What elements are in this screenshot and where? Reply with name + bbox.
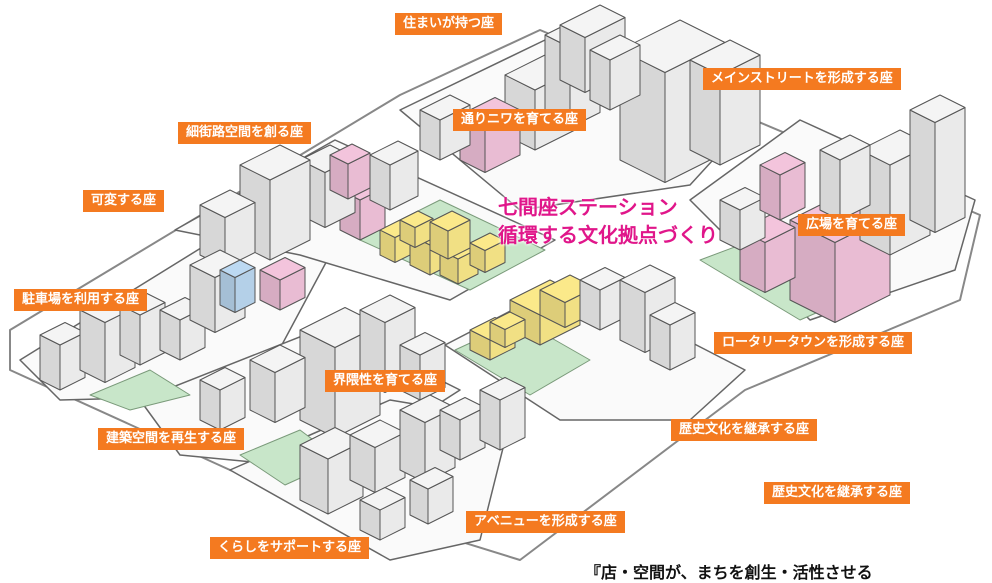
building-35: [39, 322, 86, 391]
building-39: [259, 257, 306, 311]
building-33-top: [619, 264, 676, 293]
building-20: [429, 210, 471, 260]
building-51-top: [479, 377, 526, 401]
building-7: [689, 39, 761, 166]
building-15-top: [759, 152, 806, 176]
building-6-top: [559, 4, 626, 38]
building-20-top: [429, 210, 471, 232]
building-11-top: [909, 94, 966, 123]
building-13: [719, 187, 766, 251]
building-31: [489, 311, 526, 348]
building-34: [649, 302, 696, 371]
building-31-top: [489, 311, 526, 330]
building-53-top: [409, 467, 454, 490]
building-51: [479, 377, 526, 451]
building-5-top: [419, 94, 471, 121]
building-52-top: [359, 487, 406, 511]
building-19-top: [399, 210, 434, 228]
label-history-1: 歴史文化を継承する座: [671, 419, 818, 441]
label-parking: 駐車場を利用する座: [14, 289, 148, 311]
building-41: [219, 259, 256, 313]
label-variable: 可変する座: [83, 190, 165, 212]
building-15: [759, 152, 806, 221]
green-area-5: [89, 369, 191, 411]
building-26: [369, 140, 419, 211]
building-25-top: [199, 189, 256, 218]
label-history-2: 歴史文化を継承する座: [764, 482, 911, 504]
building-47: [299, 427, 364, 515]
building-14: [819, 134, 871, 221]
building-8: [589, 34, 641, 111]
building-21: [469, 232, 506, 273]
building-44-top: [249, 344, 306, 373]
building-48: [349, 419, 406, 493]
building-39-top: [259, 257, 306, 281]
label-rotary-town: ロータリータウンを形成する座: [714, 332, 913, 354]
label-alley-space: 細街路空間を創る座: [178, 122, 312, 144]
building-19: [399, 210, 434, 248]
building-43-top: [359, 294, 416, 323]
building-44: [249, 344, 306, 423]
building-34-top: [649, 302, 696, 326]
building-14-left: [819, 149, 841, 221]
building-27-top: [329, 143, 371, 165]
label-main-street: メインストリートを形成する座: [703, 68, 901, 90]
label-living-support: くらしをサポートする座: [210, 537, 370, 559]
label-street-garden: 通りニワを育てる座: [453, 109, 587, 131]
building-32: [579, 267, 626, 331]
building-11: [909, 94, 966, 233]
building-50: [439, 397, 486, 461]
label-regenerate: 建築空間を再生する座: [98, 428, 245, 450]
building-45-top: [199, 367, 246, 391]
label-neighborhood: 界隈性を育てる座: [325, 370, 446, 392]
building-41-top: [219, 259, 256, 278]
building-21-top: [469, 232, 506, 251]
center-title-line1: 七間座ステーション: [498, 195, 678, 219]
building-layer: [39, 4, 966, 541]
building-8-top: [589, 34, 641, 61]
center-title-line2: 循環する文化拠点づくり: [498, 223, 718, 247]
building-46-top: [399, 332, 446, 356]
building-53: [409, 467, 454, 525]
building-24-top: [239, 144, 311, 181]
caption-text: 『店・空間が、まちを創生・活性させる: [585, 563, 873, 582]
label-plaza: 広場を育てる座: [798, 214, 906, 236]
building-11-left: [909, 109, 936, 233]
building-27: [329, 143, 371, 200]
label-avenue: アベニューを形成する座: [466, 511, 625, 533]
label-residence: 住まいが持つ座: [395, 13, 503, 35]
building-45: [199, 367, 246, 431]
building-14-top: [819, 134, 871, 161]
building-26-top: [369, 140, 419, 166]
center-title: 七間座ステーション 循環する文化拠点づくり: [498, 193, 718, 249]
building-52: [359, 487, 406, 541]
building-11-right: [934, 107, 966, 233]
